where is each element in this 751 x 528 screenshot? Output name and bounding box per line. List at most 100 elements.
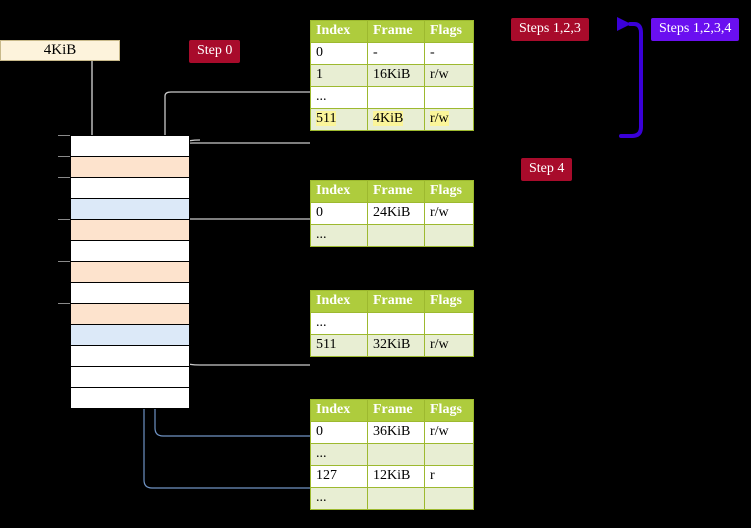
- memory-frame-row: [70, 240, 190, 262]
- memory-tick-mark: [58, 156, 70, 157]
- table-cell: ...: [310, 224, 368, 247]
- wire-memory-to-pt-row0: [154, 207, 310, 437]
- memory-column: [58, 135, 190, 409]
- column-header-frame: Frame: [367, 399, 425, 422]
- table-cell: [367, 86, 425, 109]
- table-row: ...: [310, 224, 474, 247]
- highlighted-value: 511: [316, 111, 337, 126]
- table-cell: r/w: [424, 202, 474, 225]
- column-header-flags: Flags: [424, 20, 474, 43]
- memory-frame-row: [70, 303, 190, 325]
- memory-frame-row: [70, 177, 190, 199]
- memory-frame-row: [70, 198, 190, 220]
- memory-frame-row: [70, 219, 190, 241]
- table-cell: 4KiB: [367, 108, 425, 131]
- memory-frame-row: [70, 345, 190, 367]
- table-cell: 16KiB: [367, 64, 425, 87]
- column-header-index: Index: [310, 290, 368, 313]
- column-header-flags: Flags: [424, 399, 474, 422]
- column-header-index: Index: [310, 180, 368, 203]
- table-cell: [367, 487, 425, 510]
- table-row: ...: [310, 312, 474, 335]
- table-cell: 127: [310, 465, 368, 488]
- column-header-frame: Frame: [367, 290, 425, 313]
- size-box-label: 4KiB: [43, 42, 77, 58]
- memory-tick-mark: [58, 135, 70, 136]
- table-cell: 0: [310, 202, 368, 225]
- wire-memory-to-pt-row127: [143, 329, 310, 489]
- table-cell: r/w: [424, 334, 474, 357]
- table-cell: [424, 86, 474, 109]
- table-cell: 12KiB: [367, 465, 425, 488]
- badge-step-4: Step 4: [521, 158, 573, 181]
- table-cell: 1: [310, 64, 368, 87]
- badge-step-0: Step 0: [189, 40, 241, 63]
- table-cell: r/w: [424, 108, 474, 131]
- column-header-frame: Frame: [367, 180, 425, 203]
- table-cell: 0: [310, 42, 368, 65]
- memory-frame-row: [70, 135, 190, 157]
- table-cell: ...: [310, 312, 368, 335]
- table-cell: r: [424, 465, 474, 488]
- table-cell: 24KiB: [367, 202, 425, 225]
- badge-steps-1234: Steps 1,2,3,4: [651, 18, 740, 41]
- table-row: 0--: [310, 42, 474, 65]
- table-cell: ...: [310, 443, 368, 466]
- brace-steps-return: [617, 17, 643, 138]
- table-cell: 511: [310, 108, 368, 131]
- table-cell: [367, 224, 425, 247]
- table-row: 511 4KiB r/w: [310, 108, 474, 131]
- column-header-frame: Frame: [367, 20, 425, 43]
- table-cell: r/w: [424, 421, 474, 444]
- table-cell: [424, 443, 474, 466]
- badge-steps-123: Steps 1,2,3: [511, 18, 589, 41]
- table-cell: [424, 312, 474, 335]
- table-cell: ...: [310, 487, 368, 510]
- table-row: ...: [310, 443, 474, 466]
- table-cell: 0: [310, 421, 368, 444]
- table-cell: r/w: [424, 64, 474, 87]
- table-cell: [424, 224, 474, 247]
- memory-tick-mark: [58, 177, 70, 178]
- memory-frame-row: [70, 261, 190, 283]
- table-cell: 32KiB: [367, 334, 425, 357]
- table-cell: [367, 443, 425, 466]
- wire-pd-to-memory: [177, 306, 310, 366]
- table-cell: -: [424, 42, 474, 65]
- size-box-4kib: 4KiB: [0, 40, 120, 61]
- table-row: ...: [310, 86, 474, 109]
- table-cell: ...: [310, 86, 368, 109]
- column-header-index: Index: [310, 399, 368, 422]
- badge-label: Steps 1,2,3: [519, 21, 581, 36]
- table-cell: [367, 312, 425, 335]
- highlighted-value: r/w: [430, 111, 449, 126]
- memory-tick-mark: [58, 261, 70, 262]
- table-cell: [424, 487, 474, 510]
- memory-frame-row: [70, 282, 190, 304]
- column-header-index: Index: [310, 20, 368, 43]
- table-cell: 36KiB: [367, 421, 425, 444]
- memory-frame-row: [70, 156, 190, 178]
- table-cell: -: [367, 42, 425, 65]
- memory-frame-row: [70, 324, 190, 346]
- column-header-flags: Flags: [424, 290, 474, 313]
- memory-tick-mark: [58, 303, 70, 304]
- highlighted-value: 4KiB: [373, 111, 404, 126]
- memory-frame-row: [70, 387, 190, 409]
- column-header-flags: Flags: [424, 180, 474, 203]
- memory-frame-row: [70, 366, 190, 388]
